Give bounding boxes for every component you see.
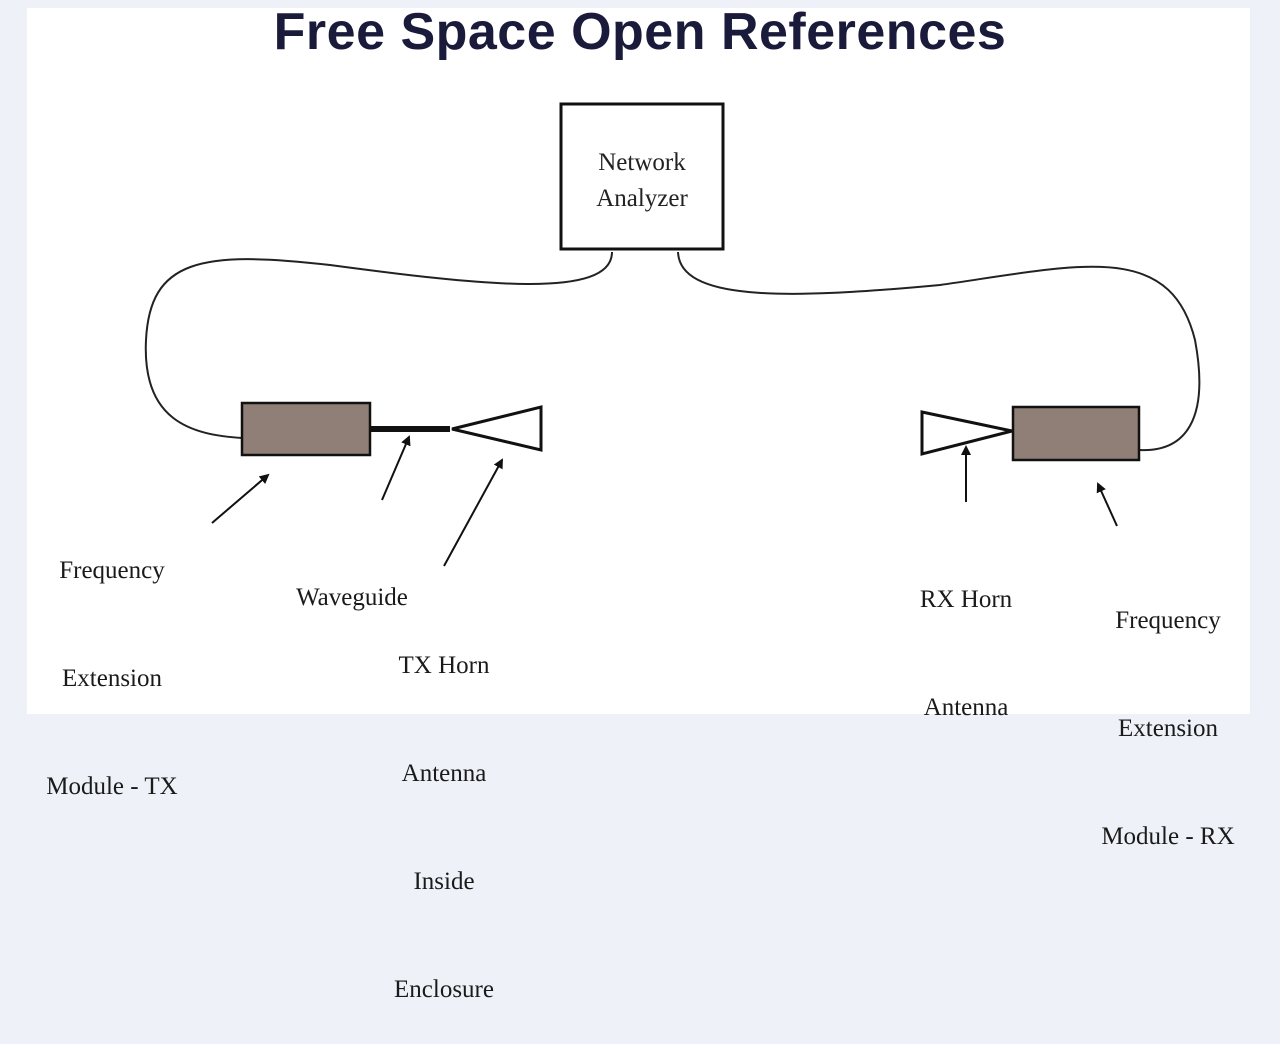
label-line: Antenna bbox=[923, 694, 1009, 721]
tx-horn-antenna bbox=[451, 405, 543, 452]
label-line: Inside bbox=[413, 868, 475, 895]
network-analyzer-label-2: Analyzer bbox=[596, 185, 688, 212]
label-line: Waveguide bbox=[296, 584, 408, 611]
arrow-tx-module bbox=[211, 473, 270, 524]
label-line: TX Horn bbox=[398, 652, 490, 679]
arrow-waveguide bbox=[381, 435, 411, 501]
label-line: RX Horn bbox=[919, 586, 1013, 613]
label-line: Extension bbox=[62, 665, 162, 692]
rx-module-box bbox=[1011, 405, 1141, 462]
label-rx-module: Frequency Extension Module - RX bbox=[1078, 531, 1258, 891]
arrow-rx-module bbox=[1096, 482, 1118, 527]
label-rx-horn: RX Horn Antenna bbox=[886, 510, 1046, 762]
label-line: Frequency bbox=[59, 557, 165, 584]
diagram: Network Analyzer bbox=[144, 102, 1201, 567]
label-line: Enclosure bbox=[394, 976, 494, 1003]
label-line: Module - RX bbox=[1101, 823, 1235, 850]
rx-horn-antenna bbox=[920, 410, 1013, 456]
network-analyzer-label-1: Network bbox=[598, 149, 686, 176]
label-line: Extension bbox=[1118, 715, 1218, 742]
label-line: Antenna bbox=[401, 760, 487, 787]
label-line: Module - TX bbox=[46, 773, 178, 800]
label-line: Frequency bbox=[1115, 607, 1221, 634]
slide-title: Free Space Open References bbox=[273, 3, 1007, 61]
arrow-tx-horn bbox=[443, 458, 503, 567]
label-waveguide: Waveguide bbox=[272, 508, 432, 652]
label-tx-module: Frequency Extension Module - TX bbox=[22, 481, 202, 841]
label-tx-horn: TX Horn Antenna Inside Enclosure bbox=[364, 576, 524, 1044]
waveguide bbox=[370, 426, 450, 432]
cable-tx bbox=[144, 251, 613, 439]
cable-rx bbox=[677, 251, 1201, 452]
network-analyzer-box bbox=[559, 102, 725, 251]
tx-module-box bbox=[240, 401, 372, 457]
